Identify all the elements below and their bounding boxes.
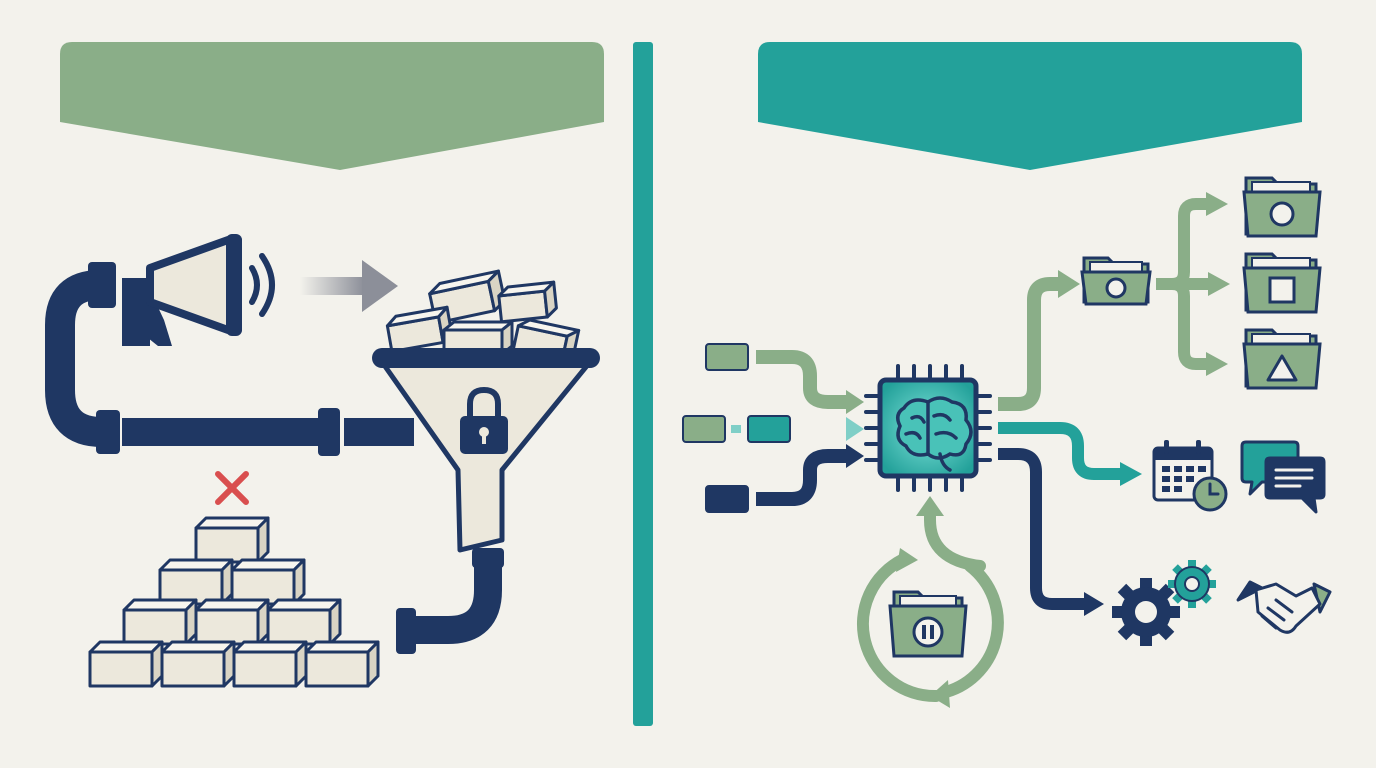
right-panel	[682, 42, 1332, 708]
chat-bubbles-icon	[1240, 440, 1326, 514]
circle-icon	[1269, 201, 1295, 227]
funnel-icon	[372, 348, 600, 553]
handshake-icon	[1236, 580, 1332, 634]
arrow-icon	[846, 444, 864, 468]
cycle-arrows-icon	[857, 508, 1004, 703]
brain-icon	[896, 396, 973, 472]
folder-icon	[1242, 252, 1322, 314]
center-divider	[633, 42, 653, 726]
left-banner	[60, 42, 604, 170]
folder-icon	[1080, 256, 1152, 306]
arrow-icon	[930, 680, 950, 708]
input-arrows	[756, 350, 848, 506]
clock-icon	[1192, 476, 1228, 512]
pause-icon	[912, 616, 944, 648]
arrow-icon	[896, 548, 918, 572]
arrow-icon	[1208, 272, 1230, 296]
megaphone-icon	[122, 234, 275, 346]
triangle-icon	[1266, 354, 1298, 382]
arrow-icon	[1206, 352, 1228, 376]
x-mark-icon	[215, 471, 249, 505]
left-panel	[45, 42, 604, 688]
arrow-icon	[916, 496, 944, 516]
output-arrow-sage	[998, 270, 1080, 411]
branch-arrows	[1156, 198, 1212, 370]
output-arrow-teal	[998, 422, 1142, 486]
arrow-icon	[846, 417, 864, 441]
arrow-icon	[300, 260, 398, 312]
lock-icon	[460, 386, 508, 454]
box-icon	[88, 516, 380, 688]
gear-icon	[1112, 560, 1216, 646]
arrow-icon	[1206, 192, 1228, 216]
right-banner	[758, 42, 1302, 170]
input-block-icon	[682, 343, 791, 513]
arrow-icon	[846, 390, 864, 414]
pipe-icon	[396, 548, 504, 654]
box-icon	[385, 269, 581, 362]
output-arrow-navy	[998, 448, 1104, 616]
square-icon	[1268, 276, 1296, 304]
pipe-icon	[45, 262, 414, 456]
input-connector	[731, 425, 741, 433]
